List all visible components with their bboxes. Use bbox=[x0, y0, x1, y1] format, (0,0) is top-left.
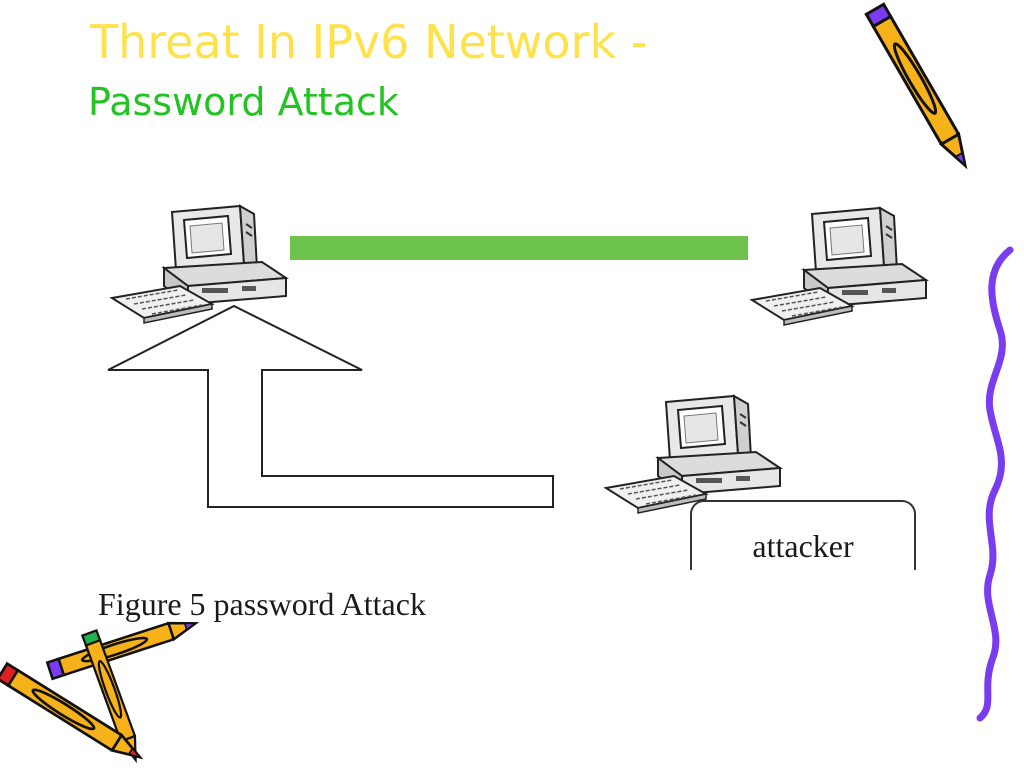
slide-subtitle: Password Attack bbox=[88, 80, 399, 124]
attacker-label: attacker bbox=[752, 528, 854, 564]
crayons-icon bbox=[0, 613, 200, 764]
connection-line bbox=[290, 236, 748, 260]
attack-arrow bbox=[107, 304, 554, 508]
wavy-line-decoration bbox=[976, 246, 1014, 722]
computer-left-icon bbox=[111, 205, 287, 324]
crayon-icon bbox=[864, 2, 976, 172]
figure-caption: Figure 5 password Attack bbox=[98, 586, 426, 622]
computer-right-icon bbox=[751, 207, 927, 326]
computer-attacker-icon bbox=[605, 395, 781, 514]
attacker-label-box: attacker bbox=[690, 500, 916, 570]
slide-title: Threat In IPv6 Network - bbox=[90, 15, 648, 69]
